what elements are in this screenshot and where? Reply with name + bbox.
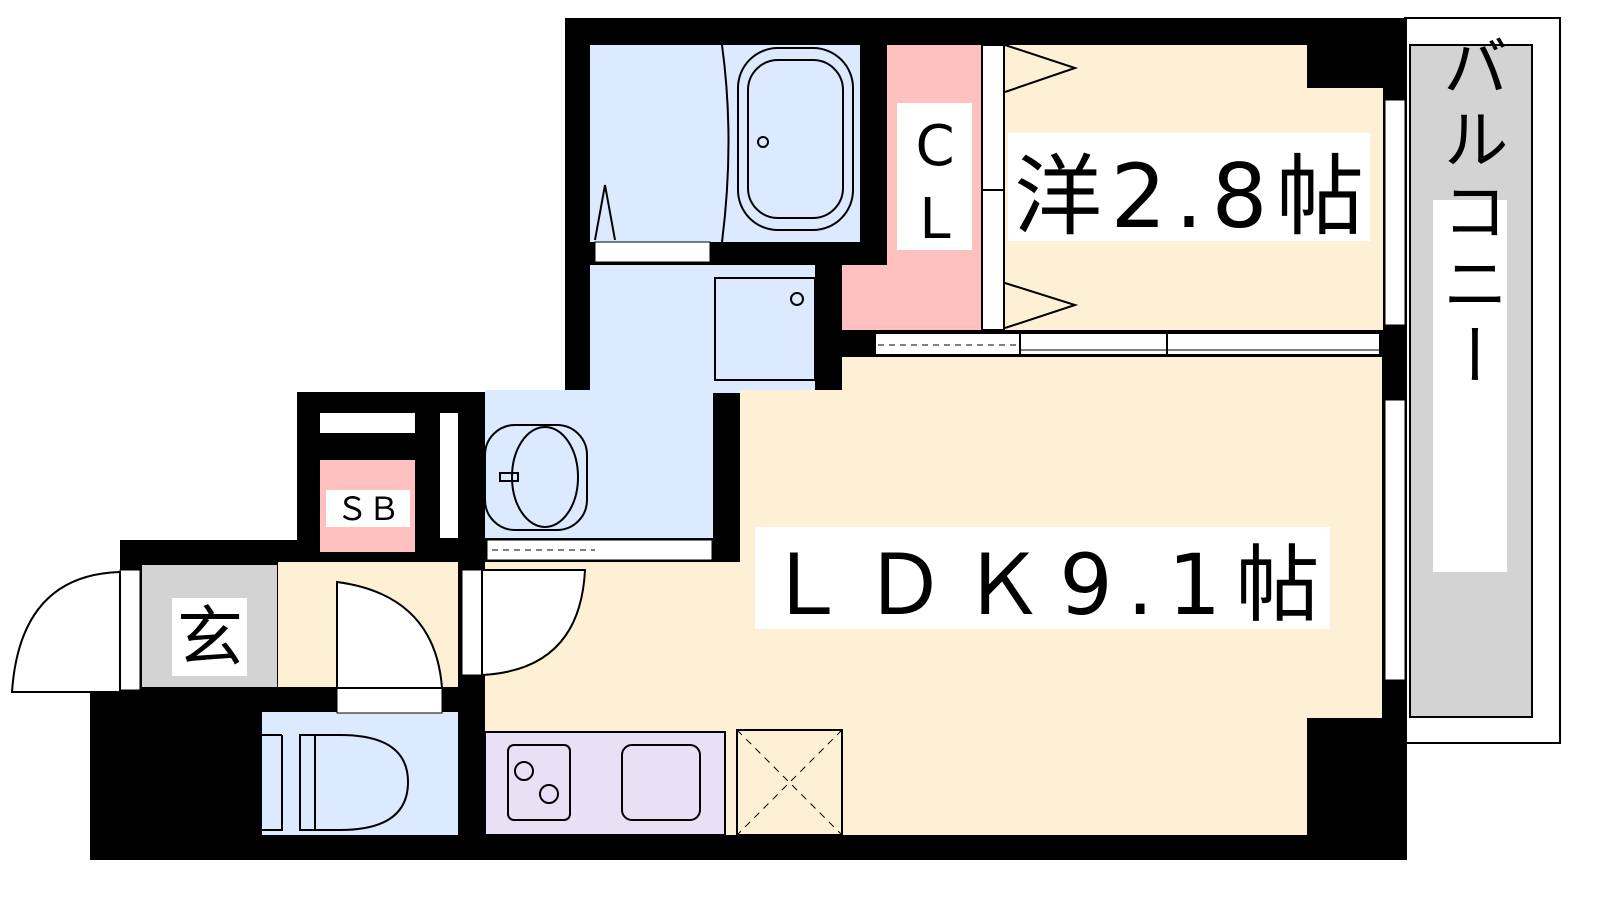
washroom — [484, 265, 816, 561]
kitchen-counter — [484, 731, 726, 836]
toilet-room — [262, 712, 458, 835]
svg-text:C: C — [915, 114, 954, 179]
bathroom — [590, 44, 860, 263]
label-balcony: バルコニー — [1432, 33, 1509, 572]
balcony — [1404, 17, 1561, 744]
bathtub — [737, 47, 854, 231]
stove — [507, 744, 571, 821]
label-ldk: ＬＤＫ9.1帖 — [755, 527, 1330, 634]
washing-machine-space — [714, 277, 816, 381]
svg-text:L: L — [919, 187, 950, 252]
svg-text:ＬＤＫ9.1帖: ＬＤＫ9.1帖 — [765, 536, 1320, 634]
doors[interactable] — [10, 569, 587, 714]
wash-basin — [484, 424, 588, 531]
svg-text:洋2.8帖: 洋2.8帖 — [1014, 145, 1364, 248]
toilet-door — [336, 580, 444, 689]
fridge-space — [736, 729, 843, 836]
label-closet: C L — [897, 103, 972, 252]
label-entrance: 玄 — [172, 598, 247, 676]
window — [1384, 399, 1406, 681]
label-shoe-box: ＳＢ — [326, 490, 410, 528]
front-door — [119, 569, 141, 691]
svg-text:バルコニー: バルコニー — [1432, 33, 1509, 388]
window — [1384, 99, 1406, 326]
svg-text:ＳＢ: ＳＢ — [336, 490, 400, 528]
sliding-door[interactable] — [874, 332, 1381, 356]
sink — [621, 744, 701, 821]
label-western: 洋2.8帖 — [1008, 133, 1370, 248]
svg-text:玄: 玄 — [177, 599, 243, 676]
ldk-door — [481, 569, 587, 677]
